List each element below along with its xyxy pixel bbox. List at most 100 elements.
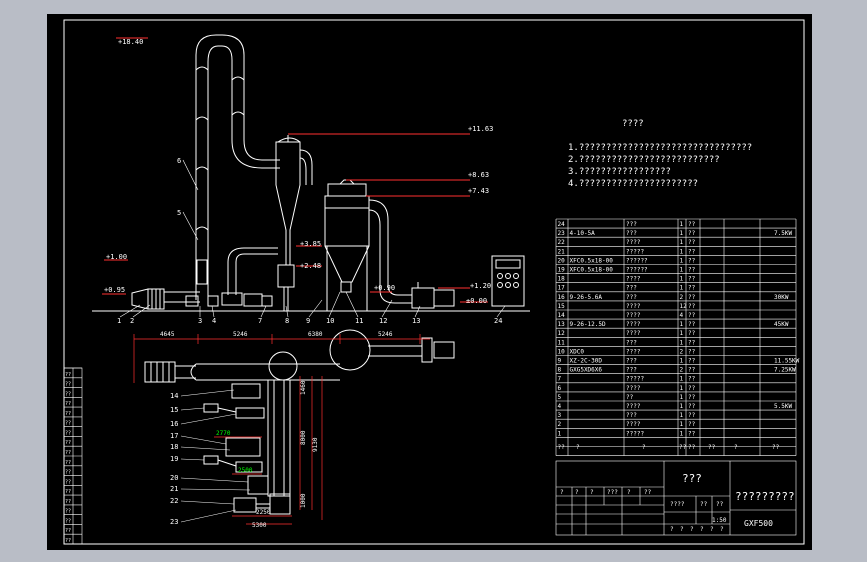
plan-dim-labels: 4645 5246 6380 5246 2770 2500 2250 5300 … <box>160 331 393 529</box>
bom-name: ???? <box>626 303 641 310</box>
strip-cell: ?? <box>65 518 71 524</box>
bom-note: 30KW <box>774 294 789 301</box>
bom-note: 45KW <box>774 321 789 328</box>
bom-no: 22 <box>558 239 566 246</box>
technical-notes: ???? 1.???????????????????????????????? … <box>568 119 752 189</box>
svg-text:5246: 5246 <box>378 331 393 338</box>
bom-name: ????? <box>626 248 644 255</box>
strip-cell: ?? <box>65 479 71 485</box>
svg-text:+7.43: +7.43 <box>468 187 489 195</box>
svg-text:17: 17 <box>170 432 178 440</box>
bom-name: ???? <box>626 321 641 328</box>
bom-mat: ?? <box>688 276 696 283</box>
strip-cell: ?? <box>65 382 71 388</box>
bom-qty: 1 <box>680 394 684 401</box>
svg-text:?: ? <box>575 489 579 496</box>
bom-qty: 1 <box>680 239 684 246</box>
bom-qty: 4 <box>680 312 684 319</box>
svg-text:20: 20 <box>170 474 178 482</box>
elev-000: ±0.00 <box>460 297 488 305</box>
bom-name: ???? <box>626 403 641 410</box>
plan-view <box>144 329 455 515</box>
svg-text:13: 13 <box>412 317 420 325</box>
bom-no: 2 <box>558 421 562 428</box>
strip-cell: ?? <box>65 489 71 495</box>
bom-qty: 1 <box>680 321 684 328</box>
drawing-border <box>63 19 805 545</box>
svg-text:8: 8 <box>285 317 289 325</box>
strip-cell: ?? <box>65 372 71 378</box>
title-block-text: ??? ????????? 1:50 GXF500 ? ? ? ??? ? ??… <box>560 472 795 533</box>
bom-mat: ?? <box>688 339 696 346</box>
bom-qty: 1 <box>680 385 684 392</box>
bom-no: 14 <box>558 312 566 319</box>
svg-text:1000: 1000 <box>300 493 307 508</box>
strip-cell: ?? <box>65 538 71 544</box>
strip-cell: ?? <box>65 391 71 397</box>
bom-header-qty: ?? <box>679 444 687 451</box>
bom-code: GXG5XD6X6 <box>570 367 603 374</box>
bom-name: ??? <box>626 285 637 292</box>
left-revision-strip: ???????????????????????????????????? <box>63 367 83 545</box>
svg-text:2500: 2500 <box>238 467 253 474</box>
svg-text:9: 9 <box>306 317 310 325</box>
bom-mat: ?? <box>688 367 696 374</box>
bom-qty: 1 <box>680 257 684 264</box>
svg-text:1: 1 <box>117 317 121 325</box>
bom-code: 4-10-5A <box>570 230 596 237</box>
elevation-callouts: 1 2 3 4 7 8 9 10 11 12 13 24 5 6 <box>117 157 502 325</box>
bom-mat: ?? <box>688 248 696 255</box>
svg-text:18: 18 <box>170 443 178 451</box>
bom-no: 6 <box>558 385 562 392</box>
bom-qty: 1 <box>680 330 684 337</box>
svg-text:+1.20: +1.20 <box>470 282 491 290</box>
bom-header-mat: ?? <box>688 444 696 451</box>
svg-text:+8.63: +8.63 <box>468 171 489 179</box>
svg-text:15: 15 <box>170 406 178 414</box>
bom-mat: ?? <box>688 321 696 328</box>
elev-090: +0.90 <box>370 284 395 293</box>
svg-text:??: ?? <box>716 501 724 508</box>
svg-text:??: ?? <box>644 489 652 496</box>
svg-text:+1.00: +1.00 <box>106 253 127 261</box>
bom-mat: ?? <box>688 312 696 319</box>
svg-text:+18.40: +18.40 <box>118 38 143 46</box>
bom-no: 21 <box>558 248 566 255</box>
svg-text:3: 3 <box>198 317 202 325</box>
bom-name: ???? <box>626 276 641 283</box>
bom-no: 13 <box>558 321 566 328</box>
svg-text:22: 22 <box>170 497 178 505</box>
strip-cell: ?? <box>65 430 71 436</box>
bom-mat: ?? <box>688 257 696 264</box>
scale-value: 1:50 <box>712 517 727 524</box>
bom-no: 19 <box>558 267 566 274</box>
bom-mat: ?? <box>688 330 696 337</box>
bom-name: ???? <box>626 421 641 428</box>
svg-text:5: 5 <box>177 209 181 217</box>
note-line-4: 4.?????????????????????? <box>568 179 698 189</box>
bom-header-total: ? <box>734 444 738 451</box>
bom-qty: 12 <box>680 303 688 310</box>
svg-text:???: ??? <box>607 489 618 496</box>
bom-note: 7.25KW <box>774 367 796 374</box>
bom-qty: 1 <box>680 221 684 228</box>
svg-text:5300: 5300 <box>252 522 267 529</box>
svg-text:9130: 9130 <box>312 437 319 452</box>
svg-text:24: 24 <box>494 317 502 325</box>
elev-743: +7.43 <box>366 187 489 197</box>
bom-note: 11.55KW <box>774 358 800 365</box>
bom-no: 10 <box>558 348 566 355</box>
svg-text:?: ? <box>690 526 694 533</box>
bom-header-note: ?? <box>772 444 780 451</box>
elevation-leaders <box>119 159 506 318</box>
bom-mat: ?? <box>688 303 696 310</box>
bom-name: ???? <box>626 385 641 392</box>
svg-text:10: 10 <box>326 317 334 325</box>
svg-text:?: ? <box>670 526 674 533</box>
svg-text:?: ? <box>710 526 714 533</box>
bom-no: 5 <box>558 394 562 401</box>
plan-callouts: 14 15 16 17 18 19 20 21 22 23 <box>170 392 178 526</box>
svg-text:?: ? <box>680 526 684 533</box>
bom-qty: 1 <box>680 267 684 274</box>
